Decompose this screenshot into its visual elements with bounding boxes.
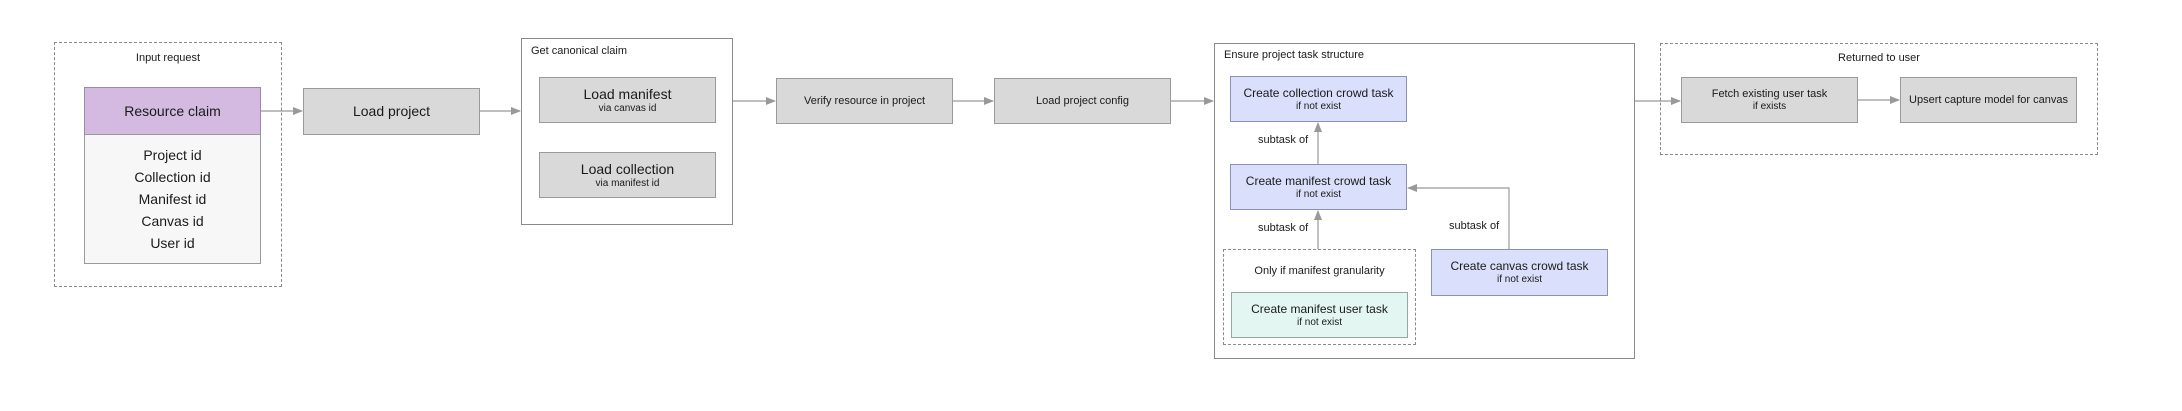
resource-claim-fields: Project id Collection id Manifest id Can… xyxy=(84,134,261,264)
create-canvas-crowd-task-label: Create canvas crowd task xyxy=(1450,259,1589,273)
input-request-group xyxy=(54,42,282,287)
upsert-capture-model-node: Upsert capture model for canvas xyxy=(1900,77,2077,123)
create-manifest-user-task-sub: if not exist xyxy=(1296,316,1343,328)
returned-title: Returned to user xyxy=(1838,52,1920,64)
create-collection-crowd-task-node: Create collection crowd task if not exis… xyxy=(1230,76,1407,122)
canonical-claim-title: Get canonical claim xyxy=(531,45,627,57)
fetch-user-task-label: Fetch existing user task xyxy=(1711,88,1828,100)
field-canvas-id: Canvas id xyxy=(141,213,204,229)
edge-label-user-subtask: subtask of xyxy=(1258,222,1309,234)
edge-label-canvas-subtask: subtask of xyxy=(1449,220,1500,232)
upsert-capture-model-label: Upsert capture model for canvas xyxy=(1909,94,2068,106)
returned-group xyxy=(1660,43,2098,155)
create-manifest-crowd-task-sub: if not exist xyxy=(1295,188,1342,200)
fetch-user-task-node: Fetch existing user task if exists xyxy=(1681,77,1858,123)
create-canvas-crowd-task-sub: if not exist xyxy=(1496,274,1543,285)
edge-canvas-to-manifest xyxy=(1407,184,1510,249)
task-structure-title: Ensure project task structure xyxy=(1224,49,1365,61)
field-collection-id: Collection id xyxy=(134,169,211,185)
field-manifest-id: Manifest id xyxy=(138,191,207,207)
resource-claim-label: Resource claim xyxy=(124,102,221,119)
load-project-config-label: Load project config xyxy=(1036,95,1129,107)
create-canvas-crowd-task-node: Create canvas crowd task if not exist xyxy=(1431,249,1608,296)
verify-resource-label: Verify resource in project xyxy=(803,95,926,107)
field-project-id: Project id xyxy=(143,147,202,163)
create-manifest-crowd-task-node: Create manifest crowd task if not exist xyxy=(1230,164,1407,210)
verify-resource-node: Verify resource in project xyxy=(776,78,953,124)
create-manifest-user-task-node: Create manifest user task if not exist xyxy=(1231,292,1408,338)
create-manifest-crowd-task-label: Create manifest crowd task xyxy=(1245,173,1392,188)
edge-label-manifest-subtask: subtask of xyxy=(1258,134,1309,146)
resource-claim-header: Resource claim xyxy=(84,87,261,135)
load-manifest-node: Load manifest via canvas id xyxy=(539,77,716,123)
load-collection-label: Load collection xyxy=(580,160,675,177)
load-manifest-label: Load manifest xyxy=(583,85,672,102)
field-user-id: User id xyxy=(150,235,195,251)
load-project-label: Load project xyxy=(352,103,431,119)
load-collection-sub: via manifest id xyxy=(595,177,660,189)
input-request-title: Input request xyxy=(135,52,201,64)
fetch-user-task-sub: if exists xyxy=(1752,101,1787,112)
load-project-node: Load project xyxy=(303,88,480,135)
create-manifest-user-task-label: Create manifest user task xyxy=(1251,301,1388,316)
load-manifest-sub: via canvas id xyxy=(598,102,657,114)
manifest-granularity-title: Only if manifest granularity xyxy=(1254,265,1385,277)
load-collection-node: Load collection via manifest id xyxy=(539,152,716,198)
create-collection-crowd-task-sub: if not exist xyxy=(1295,100,1342,112)
task-structure-group xyxy=(1214,43,1635,359)
create-collection-crowd-task-label: Create collection crowd task xyxy=(1243,85,1394,100)
load-project-config-node: Load project config xyxy=(994,78,1171,124)
manifest-granularity-group xyxy=(1223,249,1416,345)
canonical-claim-group xyxy=(521,38,733,225)
